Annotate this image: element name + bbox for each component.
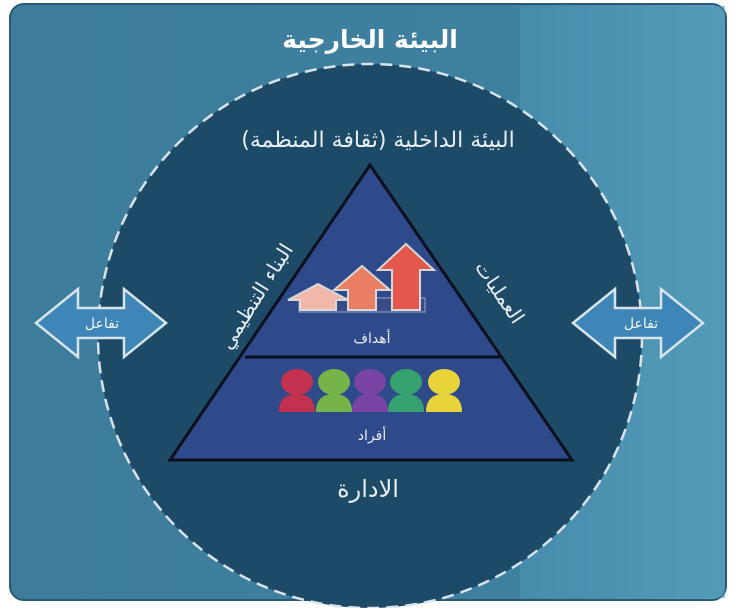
people-icons xyxy=(279,369,462,412)
person-icon-2 xyxy=(316,369,352,412)
person-icon-3 xyxy=(352,369,388,412)
right-interaction-label: تفاعل xyxy=(624,316,658,332)
individuals-label: أفراد xyxy=(358,426,387,444)
growth-arrows-icon xyxy=(287,242,437,313)
left-interaction-label: تفاعل xyxy=(85,316,119,332)
right-interaction-arrow: تفاعل xyxy=(571,286,705,360)
person-icon-4 xyxy=(388,369,424,412)
internal-environment-title: البيئة الداخلية (ثقافة المنظمة) xyxy=(241,128,514,153)
double-arrow-icon xyxy=(34,286,168,360)
double-arrow-icon xyxy=(571,286,705,360)
management-label: الادارة xyxy=(337,475,399,503)
person-icon-1 xyxy=(279,369,315,412)
left-interaction-arrow: تفاعل xyxy=(34,286,168,360)
external-environment-title: البيئة الخارجية xyxy=(282,25,458,54)
goals-label: أهداف xyxy=(353,329,390,347)
person-icon-5 xyxy=(426,369,462,412)
